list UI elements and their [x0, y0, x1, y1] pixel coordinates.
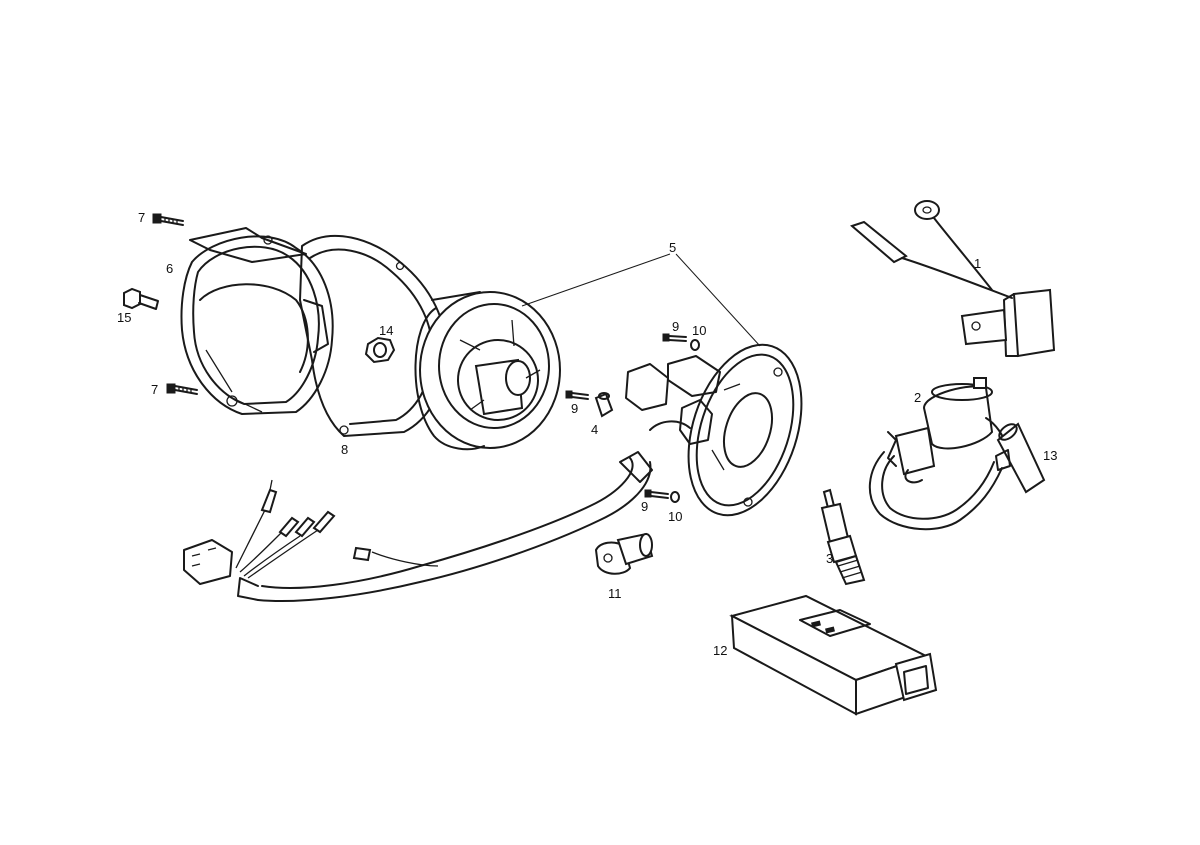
screw-part-7-lower — [166, 383, 198, 395]
leader-lines-part-5 — [521, 253, 761, 347]
screw-part-7-upper — [152, 213, 184, 226]
label-part-12: 12 — [713, 643, 727, 658]
label-part-9-lower: 9 — [641, 499, 648, 514]
cdi-unit-part-12 — [729, 594, 938, 716]
stator-plate-part-5 — [625, 343, 803, 517]
screw-washer-part-9-10-lower — [644, 489, 680, 503]
flywheel-rotor — [414, 291, 561, 451]
label-part-15: 15 — [117, 310, 131, 325]
ignition-coil-part-2 — [868, 377, 1007, 531]
callout-labels: 1 2 3 4 5 6 7 7 8 9 9 9 10 10 11 12 13 1… — [117, 210, 1057, 658]
label-part-10-lower: 10 — [668, 509, 682, 524]
label-part-9-upper: 9 — [672, 319, 679, 334]
pickup-part-11 — [594, 532, 654, 575]
spark-plug-part-3 — [820, 488, 866, 586]
label-part-13: 13 — [1043, 448, 1057, 463]
label-part-7-upper: 7 — [138, 210, 145, 225]
screw-washer-part-9-10-upper — [662, 333, 700, 351]
screw-part-9-middle — [565, 390, 589, 400]
label-part-2: 2 — [914, 390, 921, 405]
wiring-harness — [183, 451, 653, 603]
label-part-9-middle: 9 — [571, 401, 578, 416]
label-part-5: 5 — [669, 240, 676, 255]
label-part-8: 8 — [341, 442, 348, 457]
label-part-3: 3 — [826, 551, 833, 566]
label-part-6: 6 — [166, 261, 173, 276]
label-part-7-lower: 7 — [151, 382, 158, 397]
label-part-10-upper: 10 — [692, 323, 706, 338]
bolt-part-15 — [123, 287, 159, 310]
label-part-11: 11 — [608, 586, 622, 601]
label-part-1: 1 — [974, 256, 981, 271]
key-part-4 — [594, 392, 614, 418]
nut-part-14 — [364, 336, 396, 364]
label-part-14: 14 — [379, 323, 393, 338]
cover-part-6 — [180, 227, 334, 415]
spark-plug-cap-part-13 — [995, 422, 1046, 494]
label-part-4: 4 — [591, 422, 598, 437]
gasket-part-8 — [299, 234, 448, 437]
regulator-part-1 — [850, 200, 1056, 358]
